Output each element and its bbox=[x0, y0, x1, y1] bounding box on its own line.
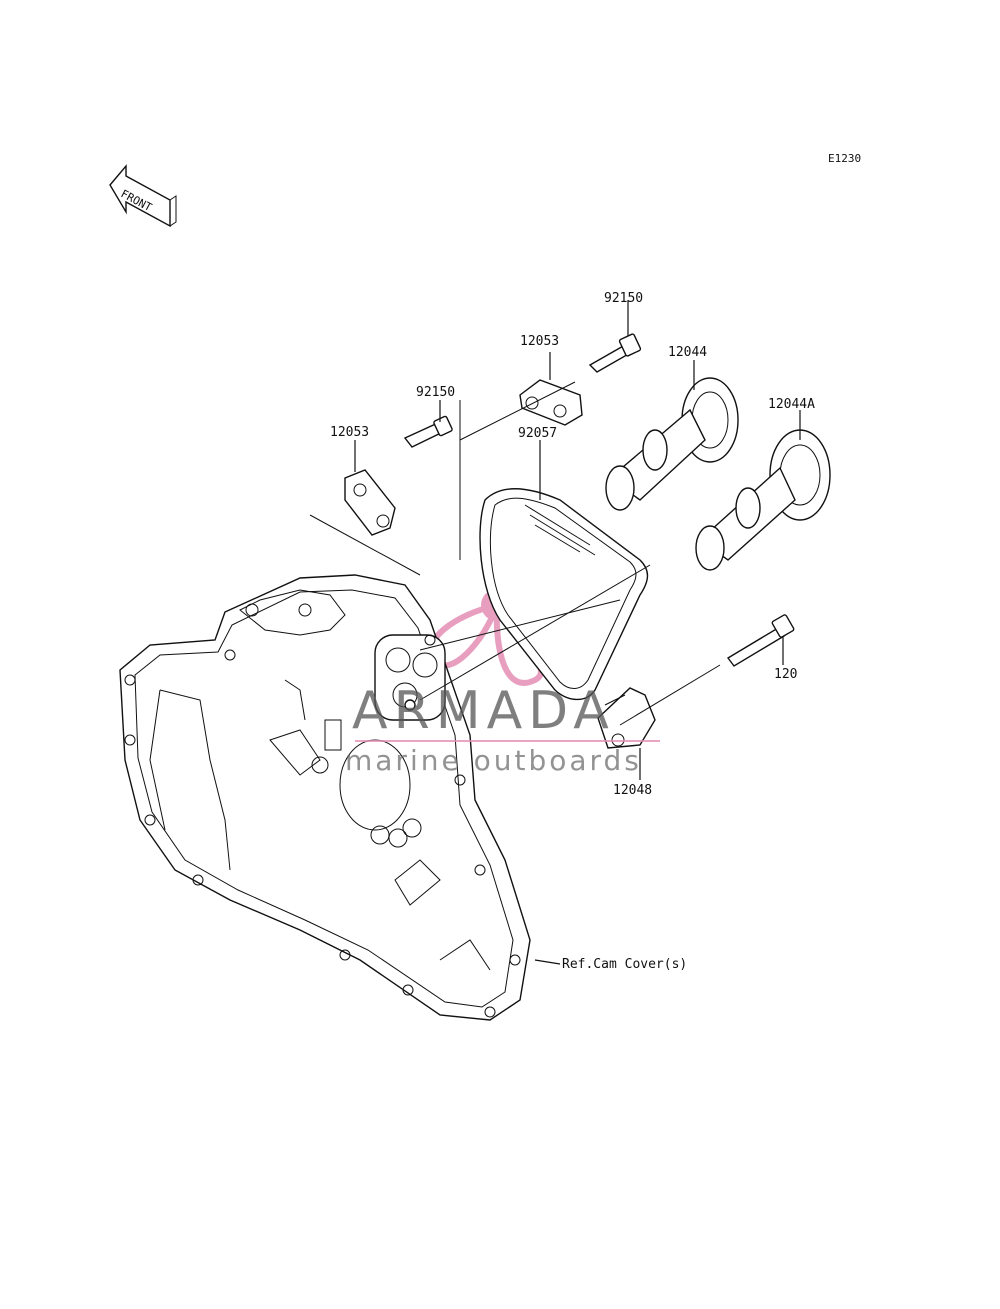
bolt-top bbox=[588, 333, 642, 373]
leader-lines bbox=[309, 300, 801, 965]
watermark-tagline: marine outboards bbox=[345, 744, 642, 777]
front-arrow-icon: FRONT bbox=[109, 164, 177, 228]
bolt-left bbox=[403, 415, 453, 448]
callout-chain: 92057 bbox=[518, 426, 557, 441]
crankcase-housing bbox=[119, 574, 531, 1021]
chain-tensioner bbox=[597, 687, 656, 749]
chain-guide-left bbox=[344, 469, 396, 536]
camshaft-12044 bbox=[605, 377, 739, 511]
callout-guide-top: 12053 bbox=[520, 334, 559, 349]
callout-bolt-right: 120 bbox=[774, 667, 797, 682]
callout-tensioner: 12048 bbox=[613, 783, 652, 798]
callout-cam-1: 12044 bbox=[668, 345, 707, 360]
callout-bolt-top: 92150 bbox=[604, 291, 643, 306]
watermark-brand: ARMADA bbox=[352, 681, 615, 741]
callout-bolt-left: 92150 bbox=[416, 385, 455, 400]
chain-guide-top bbox=[519, 379, 583, 426]
bolt-right bbox=[726, 614, 795, 667]
cam-chain bbox=[479, 488, 649, 701]
diagram-code: E1230 bbox=[828, 152, 861, 165]
camshaft-12044A bbox=[695, 429, 831, 571]
callout-ref-cam-cover: Ref.Cam Cover(s) bbox=[562, 957, 687, 972]
callout-guide-left: 12053 bbox=[330, 425, 369, 440]
callout-cam-2: 12044A bbox=[768, 397, 815, 412]
